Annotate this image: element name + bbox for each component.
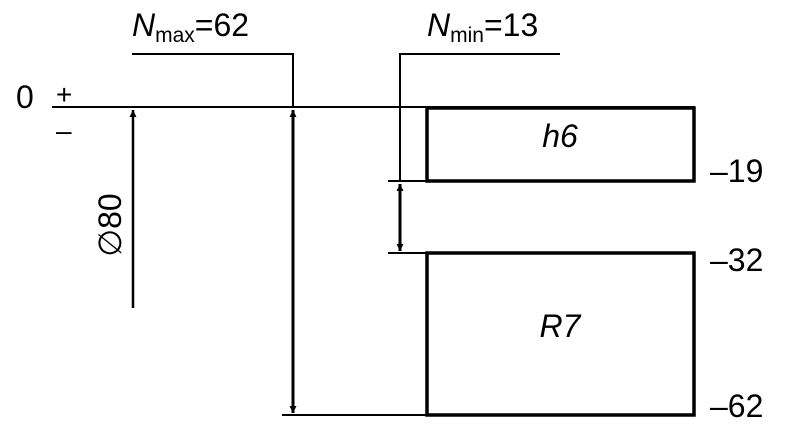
nmax-symbol: N xyxy=(132,7,156,43)
nmax-value: =62 xyxy=(195,7,249,43)
nmin-subscript: min xyxy=(450,24,484,47)
nmax-subscript: max xyxy=(155,24,195,47)
zero-label: 0 xyxy=(16,79,34,115)
minus-sign: – xyxy=(56,115,72,146)
hole-zone-r7 xyxy=(425,251,696,417)
nmax-leader-line xyxy=(132,53,294,107)
shaft-zone-h6 xyxy=(425,106,696,183)
deviation-32-label: –32 xyxy=(710,242,763,278)
nmin-leader-line xyxy=(399,53,560,181)
nmin-value: =13 xyxy=(484,7,538,43)
nmax-label: Nmax=62 xyxy=(132,7,249,47)
plus-sign: + xyxy=(56,79,72,110)
nmin-symbol: N xyxy=(427,7,451,43)
deviation-19-label: –19 xyxy=(710,153,763,189)
hole-zone-label: R7 xyxy=(540,308,582,344)
shaft-zone-label: h6 xyxy=(542,118,578,154)
nmin-label: Nmin=13 xyxy=(427,7,538,47)
diameter-label: ∅80 xyxy=(92,193,128,256)
deviation-62-label: –62 xyxy=(710,388,763,424)
